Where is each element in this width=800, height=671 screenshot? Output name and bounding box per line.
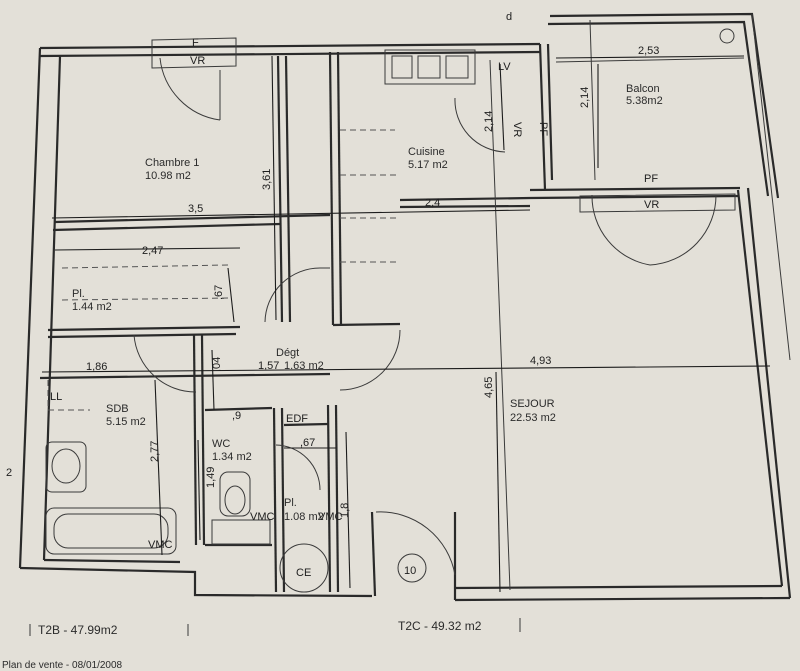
- dim-3-61: 3,61: [261, 169, 273, 190]
- label-pf-sejour: PF: [644, 173, 658, 185]
- dim-4-65: 4,65: [483, 377, 495, 398]
- label-vr-cuisine: VR: [511, 122, 523, 137]
- room-area-degt: 1.63 m2: [284, 360, 324, 372]
- dim-067-pl: ,67: [213, 285, 225, 300]
- dim-1-49: 1,49: [205, 467, 217, 488]
- room-area-wc: 1.34 m2: [212, 451, 252, 463]
- top-mark-d: d: [506, 11, 512, 23]
- dim-2-14-balcon: 2,14: [579, 87, 591, 108]
- unit-number-circle: [397, 553, 427, 583]
- dim-2-77: 2,77: [149, 441, 161, 462]
- room-area-balcon: 5.38m2: [626, 95, 663, 107]
- dim-3-5: 3,5: [188, 203, 203, 215]
- room-area-cuisine: 5.17 m2: [408, 159, 448, 171]
- dim-2-53: 2,53: [638, 45, 659, 57]
- sanitary-fixtures: [45, 28, 735, 593]
- dim-2-47: 2,47: [142, 245, 163, 257]
- dim-067-pl2: ,67: [300, 437, 315, 449]
- room-area-chambre: 10.98 m2: [145, 170, 191, 182]
- footer-caption: Plan de vente - 08/01/2008: [2, 660, 123, 671]
- dim-1-8: 1,8: [339, 503, 351, 518]
- dim-4-93: 4,93: [530, 355, 551, 367]
- dim-1-57: 1,57: [258, 360, 279, 372]
- label-vmc-sdb: VMC: [148, 539, 173, 551]
- dim-2-14-cuisine: 2,14: [483, 111, 495, 132]
- room-labels: Chambre 1 10.98 m2 Cuisine 5.17 m2 Balco…: [72, 83, 663, 523]
- room-area-sejour: 22.53 m2: [510, 412, 556, 424]
- room-area-pl2: 1.08 m2: [284, 511, 324, 523]
- unit-number: 10: [404, 565, 416, 577]
- room-name-sejour: SEJOUR: [510, 398, 555, 410]
- label-vr-sejour: VR: [644, 199, 659, 211]
- label-ce: CE: [296, 567, 311, 579]
- room-name-chambre: Chambre 1: [145, 157, 199, 169]
- label-pf-cuisine: PF: [537, 122, 549, 136]
- room-name-sdb: SDB: [106, 403, 129, 415]
- room-name-balcon: Balcon: [626, 83, 660, 95]
- footer-t2c: T2C - 49.32 m2: [398, 619, 482, 633]
- label-vmc-pl: VMC: [318, 511, 343, 523]
- closet-lines: [47, 37, 736, 411]
- door-swings: [133, 57, 717, 576]
- room-area-pl1: 1.44 m2: [72, 301, 112, 313]
- dim-04: ,04: [211, 357, 223, 372]
- footer-t2b: T2B - 47.99m2: [38, 623, 118, 637]
- label-vmc-wc: VMC: [250, 511, 275, 523]
- room-name-pl1: Pl.: [72, 288, 85, 300]
- footer: T2B - 47.99m2 T2C - 49.32 m2 Plan de ven…: [2, 618, 521, 671]
- room-name-degt: Dégt: [276, 347, 299, 359]
- outer-walls: [18, 12, 792, 602]
- label-f: F: [192, 37, 199, 49]
- dimension-labels: 3,5 2,4 2,53 2,14 2,14 3,61 2,47 ,67 1,8…: [86, 45, 659, 518]
- label-lv: LV: [498, 61, 511, 73]
- room-area-sdb: 5.15 m2: [106, 416, 146, 428]
- label-ll: LL: [50, 391, 62, 403]
- left-margin-mark: 2: [6, 467, 12, 479]
- interior-walls: [39, 51, 531, 600]
- dim-09: ,9: [232, 410, 241, 422]
- dimension-lines: [41, 55, 771, 593]
- label-vr-chambre: VR: [190, 55, 205, 67]
- room-name-wc: WC: [212, 438, 230, 450]
- dim-1-86: 1,86: [86, 361, 107, 373]
- room-name-cuisine: Cuisine: [408, 146, 445, 158]
- dim-2-4: 2,4: [425, 197, 440, 209]
- label-edf: EDF: [286, 413, 308, 425]
- fixture-labels: F VR LV VR PF PF VR EDF CE LL VMC VMC VM…: [6, 11, 659, 579]
- room-name-pl2: Pl.: [284, 497, 297, 509]
